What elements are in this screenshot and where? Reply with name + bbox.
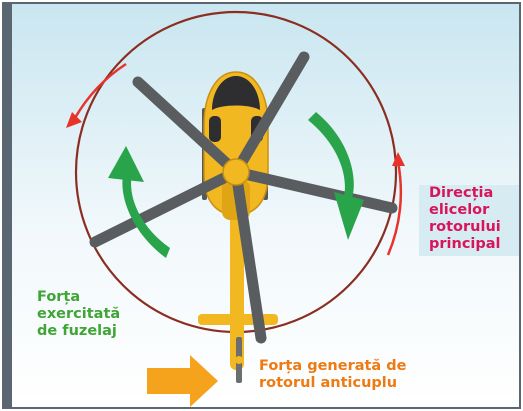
antitorque-force-label: Forța generată de rotorul anticuplu bbox=[259, 358, 406, 392]
rotor-direction-arrow-top bbox=[73, 62, 127, 119]
fuselage-force-label-line: Forța bbox=[37, 289, 81, 305]
rotor-direction-arrow-right bbox=[386, 161, 403, 256]
rotor-blade bbox=[230, 51, 310, 178]
fuselage-force-label: Forța exercitată de fuzelaj bbox=[37, 289, 120, 340]
tail-boom bbox=[230, 210, 244, 370]
rotor-blade bbox=[89, 166, 242, 248]
cockpit-window bbox=[212, 76, 260, 110]
rotor-hub bbox=[222, 158, 250, 186]
rotor-blade bbox=[132, 76, 242, 178]
rotor-direction-label: Direcția elicelor rotorului principal bbox=[419, 185, 519, 256]
rotor-direction-arrowhead-top bbox=[66, 112, 82, 128]
fuselage-force-label-line: de fuzelaj bbox=[37, 323, 117, 339]
rotor-direction-label-line: elicelor bbox=[429, 202, 490, 218]
curved-arrow-icon bbox=[66, 62, 405, 256]
tail-rotor-hub bbox=[235, 356, 243, 364]
right-arrow-icon bbox=[147, 355, 218, 407]
fuselage-force-arrow-right bbox=[308, 112, 354, 198]
antitorque-force-label-line: Forța generată de bbox=[259, 358, 407, 374]
fuselage-force-arrowhead-left bbox=[108, 146, 144, 182]
side-window-left bbox=[209, 116, 221, 142]
rotor-blade bbox=[230, 166, 398, 214]
rotor-direction-label-line: rotorului bbox=[429, 219, 501, 235]
fuselage-force-label-line: exercitată bbox=[37, 306, 121, 322]
tail-stabilizer bbox=[198, 314, 278, 325]
fuselage-force-arrowhead-right bbox=[334, 192, 364, 240]
rotor-direction-arrowhead-right bbox=[392, 152, 405, 166]
main-rotor-blades bbox=[89, 51, 398, 344]
rotor-blade bbox=[230, 166, 267, 344]
helicopter-top-view-icon bbox=[198, 71, 278, 383]
fuselage-force-arrow-left bbox=[122, 172, 170, 258]
rotor-direction-label-line: principal bbox=[429, 236, 501, 252]
curved-arrow-icon bbox=[108, 112, 364, 258]
rotor-direction-label-line: Direcția bbox=[429, 185, 494, 201]
antitorque-force-label-line: rotorul anticuplu bbox=[259, 375, 398, 391]
